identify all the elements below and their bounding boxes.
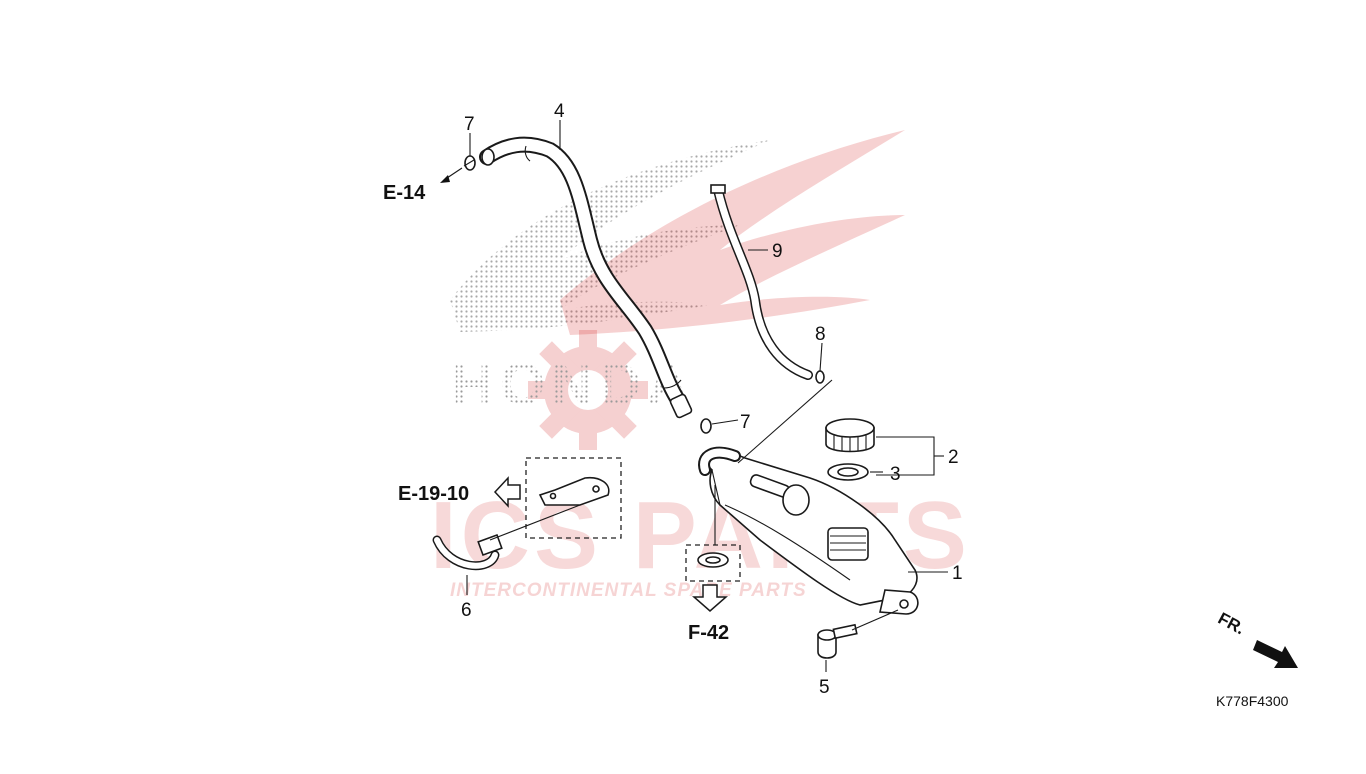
arrow-to-f42	[692, 584, 728, 612]
ref-f42[interactable]: F-42	[688, 622, 729, 644]
front-label: FR.	[1215, 609, 1248, 639]
callout-7-lower: 7	[740, 412, 751, 433]
clip-7-lower	[700, 418, 712, 434]
part-9-tube	[710, 184, 813, 380]
clip-8	[815, 370, 825, 384]
clip-7-upper	[463, 155, 476, 171]
callout-7-upper: 7	[464, 114, 475, 135]
arrow-to-e1910	[493, 476, 521, 508]
callout-6: 6	[461, 600, 472, 621]
watermark: HONDA ICS PARTS INTERCONTINENTAL SPARE P…	[430, 130, 967, 601]
part-3-seal	[827, 463, 869, 481]
callout-1: 1	[952, 563, 963, 584]
callout-9: 9	[772, 241, 783, 262]
part-1-reserve-tank	[698, 446, 919, 615]
diagram-code: K778F4300	[1216, 693, 1289, 709]
grommet-group	[685, 544, 741, 582]
part-5-bolt	[817, 623, 858, 659]
front-indicator: FR.	[1215, 609, 1298, 668]
callout-2: 2	[948, 447, 959, 468]
watermark-brand: HONDA	[452, 352, 695, 417]
front-arrow-icon	[1253, 640, 1298, 668]
part-4-hose	[479, 136, 693, 419]
leader-lines	[440, 120, 948, 672]
callout-8: 8	[815, 324, 826, 345]
part-6-band	[432, 533, 503, 571]
ref-e14[interactable]: E-14	[383, 182, 426, 204]
watermark-tagline: INTERCONTINENTAL SPARE PARTS	[450, 580, 807, 601]
bracket-group	[525, 457, 622, 539]
callout-3: 3	[890, 464, 901, 485]
callout-4: 4	[554, 101, 565, 122]
part-2-cap	[825, 418, 875, 453]
ref-e1910[interactable]: E-19-10	[398, 483, 469, 505]
callout-5: 5	[819, 677, 830, 698]
